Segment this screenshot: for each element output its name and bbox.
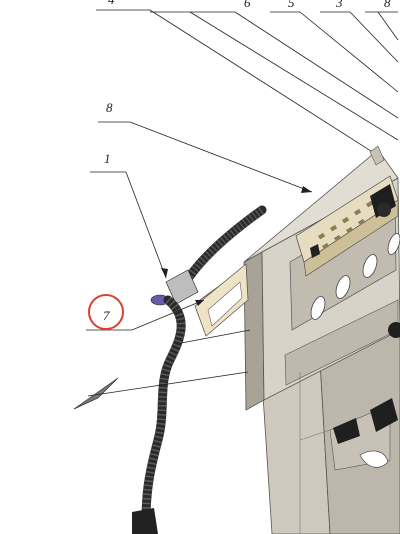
callout-label-5: 5 <box>288 0 295 10</box>
callout-label-3: 3 <box>335 0 343 10</box>
top-callout-labels: 4 6 5 3 8 <box>108 0 391 10</box>
callout-label-8-top: 8 <box>384 0 391 10</box>
callout-label-8: 8 <box>106 100 113 115</box>
cable-harness <box>132 205 267 534</box>
callout-label-6: 6 <box>244 0 251 10</box>
leader-arrowheads <box>161 186 312 306</box>
callout-label-7: 7 <box>103 308 110 323</box>
display-module <box>295 175 399 277</box>
side-callout-labels: 8 1 7 <box>103 100 113 323</box>
top-leader-lines <box>96 9 399 161</box>
gasket-frame <box>194 263 249 337</box>
loose-plate <box>73 377 119 410</box>
callout-label-1: 1 <box>104 151 111 166</box>
panel-knobs <box>333 322 400 444</box>
side-leader-lines <box>86 121 313 397</box>
callout-label-4: 4 <box>108 0 115 7</box>
red-circle-highlight-icon <box>88 294 124 330</box>
